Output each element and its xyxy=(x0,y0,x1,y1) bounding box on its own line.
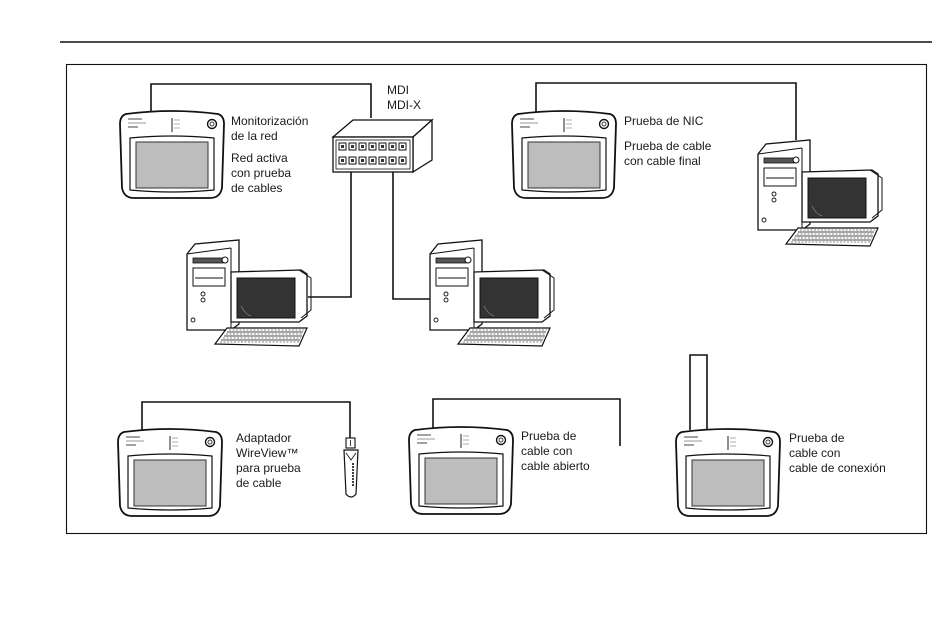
network-tester-wireview-icon xyxy=(118,429,222,516)
hub-label-mdix: MDI-X xyxy=(387,98,421,112)
hub-label-mdi: MDI xyxy=(387,83,409,97)
label-line: con cable final xyxy=(624,154,701,168)
label-line: WireView™ xyxy=(236,446,298,460)
label-line: cable con xyxy=(789,446,840,460)
cable-patch-loop xyxy=(690,355,707,430)
label-line: cable abierto xyxy=(521,459,590,473)
network-tester-open-cable-icon xyxy=(409,427,513,514)
label-line: con prueba xyxy=(231,166,291,180)
label-line: cable de conexión xyxy=(789,461,886,475)
network-tester-nic-icon xyxy=(512,111,616,198)
network-tester-monitoring-icon xyxy=(120,111,224,198)
label-line: Prueba de xyxy=(789,431,845,445)
desktop-pc-left-icon xyxy=(187,240,311,346)
label-line: de cables xyxy=(231,181,282,195)
label-line: Adaptador xyxy=(236,431,291,445)
label-network-monitoring: Monitorización de la red Red activa con … xyxy=(231,114,308,195)
label-line: para prueba xyxy=(236,461,301,475)
label-line: de cable xyxy=(236,476,282,490)
label-patch-cable-test: Prueba de cable con cable de conexión xyxy=(789,431,886,475)
wireview-adapter-icon xyxy=(344,438,358,497)
label-line: Prueba de NIC xyxy=(624,114,704,128)
hub-switch-icon xyxy=(333,120,432,172)
desktop-pc-nic-icon xyxy=(758,140,882,246)
label-open-cable-test: Prueba de cable con cable abierto xyxy=(521,429,590,473)
label-line: Monitorización xyxy=(231,114,308,128)
cable-hub-to-pc-right xyxy=(393,170,433,299)
label-wireview-adapter: Adaptador WireView™ para prueba de cable xyxy=(236,431,301,490)
label-nic-test: Prueba de NIC Prueba de cable con cable … xyxy=(624,114,712,168)
label-line: de la red xyxy=(231,129,278,143)
label-line: Prueba de xyxy=(521,429,577,443)
label-line: Red activa xyxy=(231,151,288,165)
desktop-pc-right-icon xyxy=(430,240,554,346)
cable-hub-to-pc-left xyxy=(308,170,351,297)
network-tester-patch-cable-icon xyxy=(676,429,780,516)
label-line: Prueba de cable xyxy=(624,139,712,153)
label-line: cable con xyxy=(521,444,572,458)
